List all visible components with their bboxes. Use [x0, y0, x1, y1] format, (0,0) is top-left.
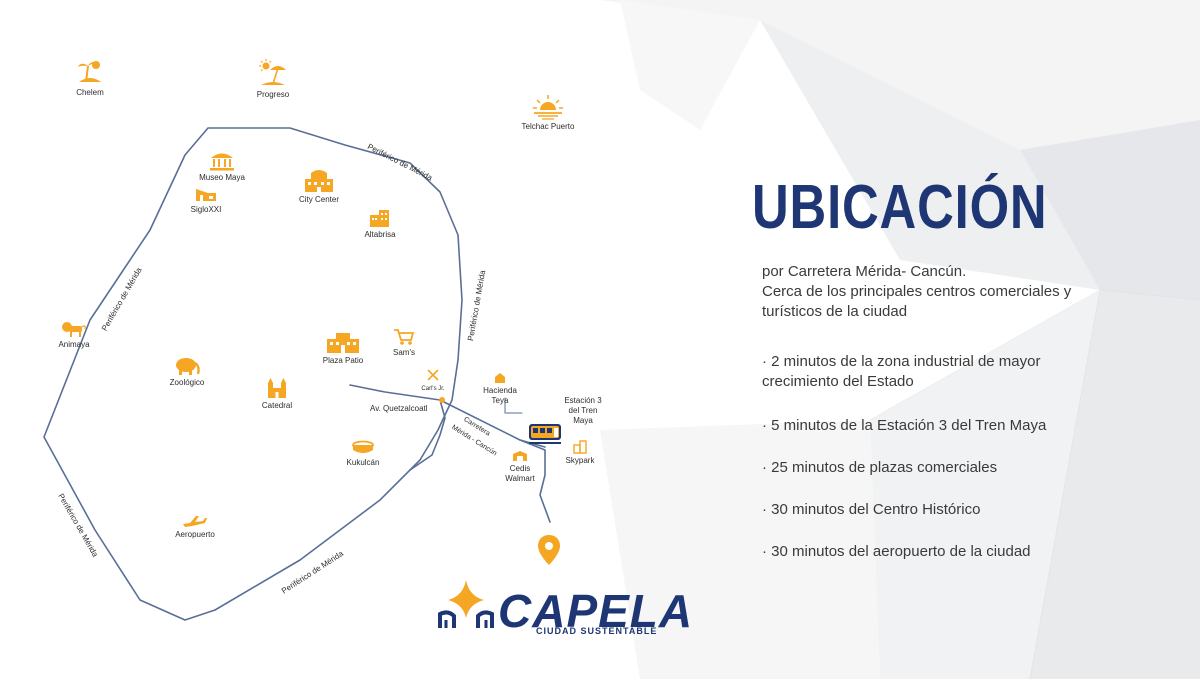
intersection-dot [439, 397, 445, 403]
poi-progreso[interactable]: Progreso [248, 58, 298, 100]
bullet-item: · 2 minutos de la zona industrial de may… [762, 352, 1040, 392]
hacienda-connector [504, 397, 523, 414]
poi-label: Plaza Patio [322, 356, 364, 365]
poi-museo-maya[interactable]: Museo Maya [196, 151, 248, 183]
hacienda-icon [495, 373, 505, 383]
cathedral-icon [268, 378, 286, 398]
poi-telchac-puerto[interactable]: Telchac Puerto [516, 94, 580, 132]
intro-line: Cerca de los principales centros comerci… [762, 283, 1072, 300]
train-icon [529, 424, 561, 444]
mall-icon [305, 170, 333, 192]
airplane-icon [183, 516, 207, 527]
carretera-road [409, 399, 446, 471]
bullet-item: · 5 minutos de la Estación 3 del Tren Ma… [762, 416, 1046, 436]
poi-label: City Center [298, 195, 339, 204]
poi-catedral[interactable]: Catedral [256, 377, 298, 411]
museum-icon [210, 153, 234, 171]
bullet-line: · 30 minutos del Centro Histórico [762, 501, 981, 518]
bullet-line: · 30 minutos del aeropuerto de la ciudad [762, 543, 1031, 560]
poi-label: Telchac Puerto [521, 122, 575, 131]
poi-estacion-tren-maya[interactable]: Estación 3 del Tren Maya [560, 396, 606, 426]
poi-city-center[interactable]: City Center [294, 169, 344, 205]
food-icon [427, 369, 439, 381]
poi-altabrisa[interactable]: Altabrisa [360, 208, 400, 240]
poi-label: Teya [491, 396, 509, 405]
beach-palm-icon [78, 61, 101, 83]
intro-text: por Carretera Mérida- Cancún. Cerca de l… [762, 262, 1092, 322]
poi-animaya[interactable]: Animaya [52, 320, 96, 350]
bullet-line: · 2 minutos de la zona industrial de may… [762, 353, 1041, 370]
poi-kukulcan[interactable]: Kukulcán [340, 440, 386, 468]
poi-cedis-walmart[interactable]: Cedis Walmart [500, 450, 540, 484]
poi-aeropuerto[interactable]: Aeropuerto [168, 514, 222, 540]
bullet-item: · 30 minutos del aeropuerto de la ciudad [762, 542, 1031, 562]
mall-icon [327, 333, 359, 353]
road-label-quetzalcoatl: Av. Quetzalcoatl [370, 404, 428, 413]
poi-label: Hacienda [483, 386, 517, 395]
poi-skypark[interactable]: Skypark [562, 440, 598, 466]
poi-label: Progreso [256, 90, 290, 99]
intro-line: por Carretera Mérida- Cancún. [762, 263, 967, 280]
poi-label: Catedral [261, 401, 293, 410]
lion-icon [62, 322, 86, 337]
poi-label: Cedis [509, 464, 531, 473]
shopping-cart-icon [394, 329, 415, 345]
logo-wordmark: CAPELA [498, 585, 694, 637]
beach-umbrella-icon [259, 59, 286, 85]
warehouse-icon [513, 451, 527, 461]
poi-label: Kukulcán [346, 458, 380, 467]
poi-label: Estación 3 [564, 396, 602, 405]
elephant-icon [176, 358, 200, 375]
periferico-ring [43, 127, 463, 621]
bullet-item: · 25 minutos de plazas comerciales [762, 458, 997, 478]
carretera-southeast [519, 439, 551, 523]
sunrise-icon [533, 95, 563, 120]
poi-label: del Tren [568, 406, 598, 415]
poi-label: Carl's Jr. [421, 386, 445, 392]
poi-zoologico[interactable]: Zoológico [162, 356, 212, 388]
poi-label: SigloXXI [190, 205, 222, 214]
bullet-line: · 5 minutos de la Estación 3 del Tren Ma… [762, 417, 1047, 434]
poi-plaza-patio[interactable]: Plaza Patio [318, 330, 368, 366]
poi-label: Animaya [58, 340, 90, 349]
location-pin-icon[interactable] [537, 534, 561, 566]
intro-line: turísticos de la ciudad [762, 303, 908, 320]
poi-label: Skypark [565, 456, 595, 465]
building-icon [573, 440, 587, 454]
page-title: UBICACIÓN [752, 173, 1048, 242]
poi-carls-jr[interactable]: Carl's Jr. [420, 368, 446, 394]
poi-sams[interactable]: Sam's [386, 328, 422, 358]
poi-label: Walmart [505, 474, 535, 483]
poi-label: Zoológico [169, 378, 205, 387]
poi-siglo-xxi[interactable]: SigloXXI [186, 185, 226, 215]
convention-center-icon [196, 189, 216, 201]
capela-logo-mark [438, 580, 494, 628]
stadium-icon [352, 440, 374, 453]
poi-label: Sam's [393, 348, 415, 357]
poi-label: Aeropuerto [175, 530, 215, 539]
poi-label: Chelem [76, 88, 104, 97]
bullet-line: · 25 minutos de plazas comerciales [762, 459, 998, 476]
bullet-item: · 30 minutos del Centro Histórico [762, 500, 980, 520]
logo-tagline: CIUDAD SUSTENTABLE [536, 626, 658, 636]
poi-label: Altabrisa [364, 230, 396, 239]
bullet-line: crecimiento del Estado [762, 373, 914, 390]
poi-label: Museo Maya [199, 173, 245, 182]
poi-chelem[interactable]: Chelem [66, 58, 114, 98]
building-icon [370, 210, 389, 227]
poi-label: Maya [573, 416, 593, 425]
poi-hacienda-teya[interactable]: Hacienda Teya [480, 372, 520, 406]
